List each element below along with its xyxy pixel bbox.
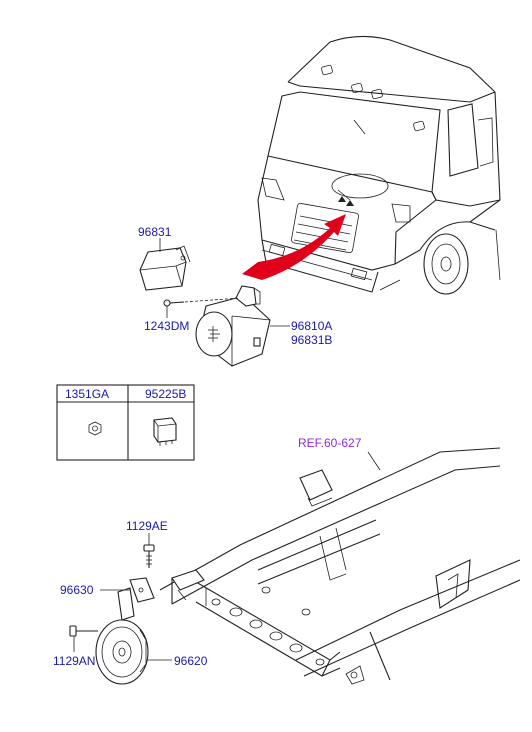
label-horn-relay-a: 96810A (291, 319, 332, 333)
label-bolt-bottom: 1129AN (53, 654, 95, 668)
horn-relay-part (195, 285, 271, 367)
table-header-relay: 95225B (145, 387, 186, 401)
label-bracket: 96630 (60, 583, 94, 597)
label-reference: REF.60-627 (298, 436, 362, 450)
horn-part (95, 619, 149, 685)
label-bolt-top: 1129AE (126, 519, 168, 533)
location-pointer-arrow (242, 214, 346, 280)
relay-screw-part (163, 297, 241, 307)
label-horn-relay-b: 96831B (291, 333, 332, 347)
label-relay-screw: 1243DM (144, 319, 189, 333)
bolt-top-part (143, 544, 155, 568)
bolt-bottom-part (69, 625, 98, 637)
table-header-nut: 1351GA (65, 387, 109, 401)
fastener-table (56, 384, 195, 461)
horn-bracket-part (117, 577, 155, 621)
nut-icon (88, 421, 102, 436)
label-horn: 96620 (174, 654, 208, 668)
mini-relay-icon (153, 417, 177, 446)
chassis-frame-illustration (159, 447, 521, 685)
label-relay-cover: 96831 (138, 225, 172, 239)
relay-cover-part (139, 245, 191, 291)
